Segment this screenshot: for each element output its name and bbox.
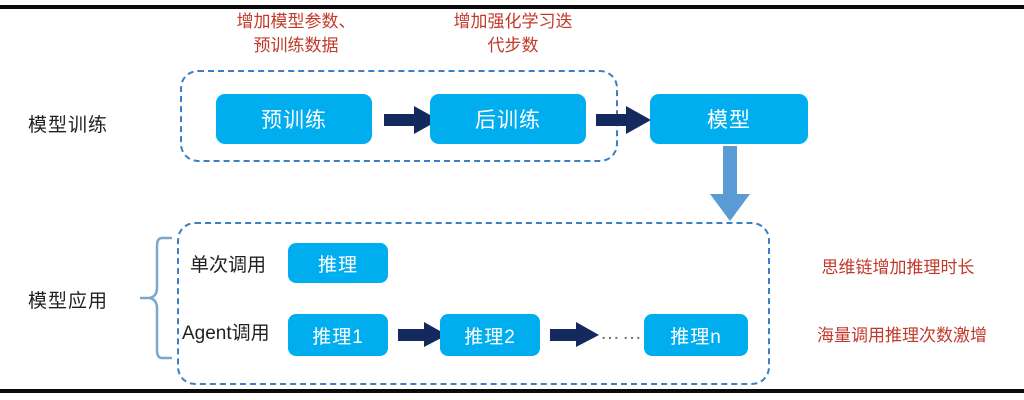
arrow-model-to-application — [710, 146, 750, 221]
application-brace — [140, 236, 172, 360]
inference-sequence-ellipsis: …… — [600, 322, 644, 344]
section-label-model-application: 模型应用 — [28, 291, 109, 312]
application-dashed-group — [177, 222, 770, 385]
box-inference-2[interactable]: 推理2 — [440, 314, 540, 356]
arrow-inference2-to-ellipsis — [550, 322, 599, 347]
section-label-model-training: 模型训练 — [28, 115, 109, 136]
row-label-agent-call: Agent调用 — [182, 323, 270, 344]
annotation-massive-calls: 海量调用推理次数激增 — [817, 326, 987, 345]
box-pretrain[interactable]: 预训练 — [216, 94, 372, 144]
annotation-increase-params: 增加模型参数、 预训练数据 — [206, 10, 386, 58]
annotation-increase-rl-steps-line2: 代步数 — [487, 36, 539, 55]
box-inference-n[interactable]: 推理n — [644, 314, 748, 356]
arrow-posttrain-to-model — [596, 106, 651, 134]
box-inference[interactable]: 推理 — [288, 243, 388, 283]
annotation-increase-params-line2: 预训练数据 — [253, 36, 339, 55]
annotation-cot-inference-time: 思维链增加推理时长 — [821, 258, 975, 277]
box-model[interactable]: 模型 — [650, 94, 808, 144]
annotation-increase-rl-steps: 增加强化学习迭 代步数 — [424, 10, 602, 58]
arrow-pretrain-to-posttrain — [384, 106, 439, 134]
arrow-inference1-to-inference2 — [398, 322, 447, 347]
top-divider-rule — [0, 5, 1024, 9]
row-label-single-call: 单次调用 — [190, 255, 267, 276]
annotation-increase-rl-steps-line1: 增加强化学习迭 — [453, 12, 573, 31]
box-posttrain[interactable]: 后训练 — [430, 94, 586, 144]
annotation-increase-params-line1: 增加模型参数、 — [236, 12, 356, 31]
bottom-divider-rule — [0, 389, 1024, 393]
box-inference-1[interactable]: 推理1 — [288, 314, 388, 356]
